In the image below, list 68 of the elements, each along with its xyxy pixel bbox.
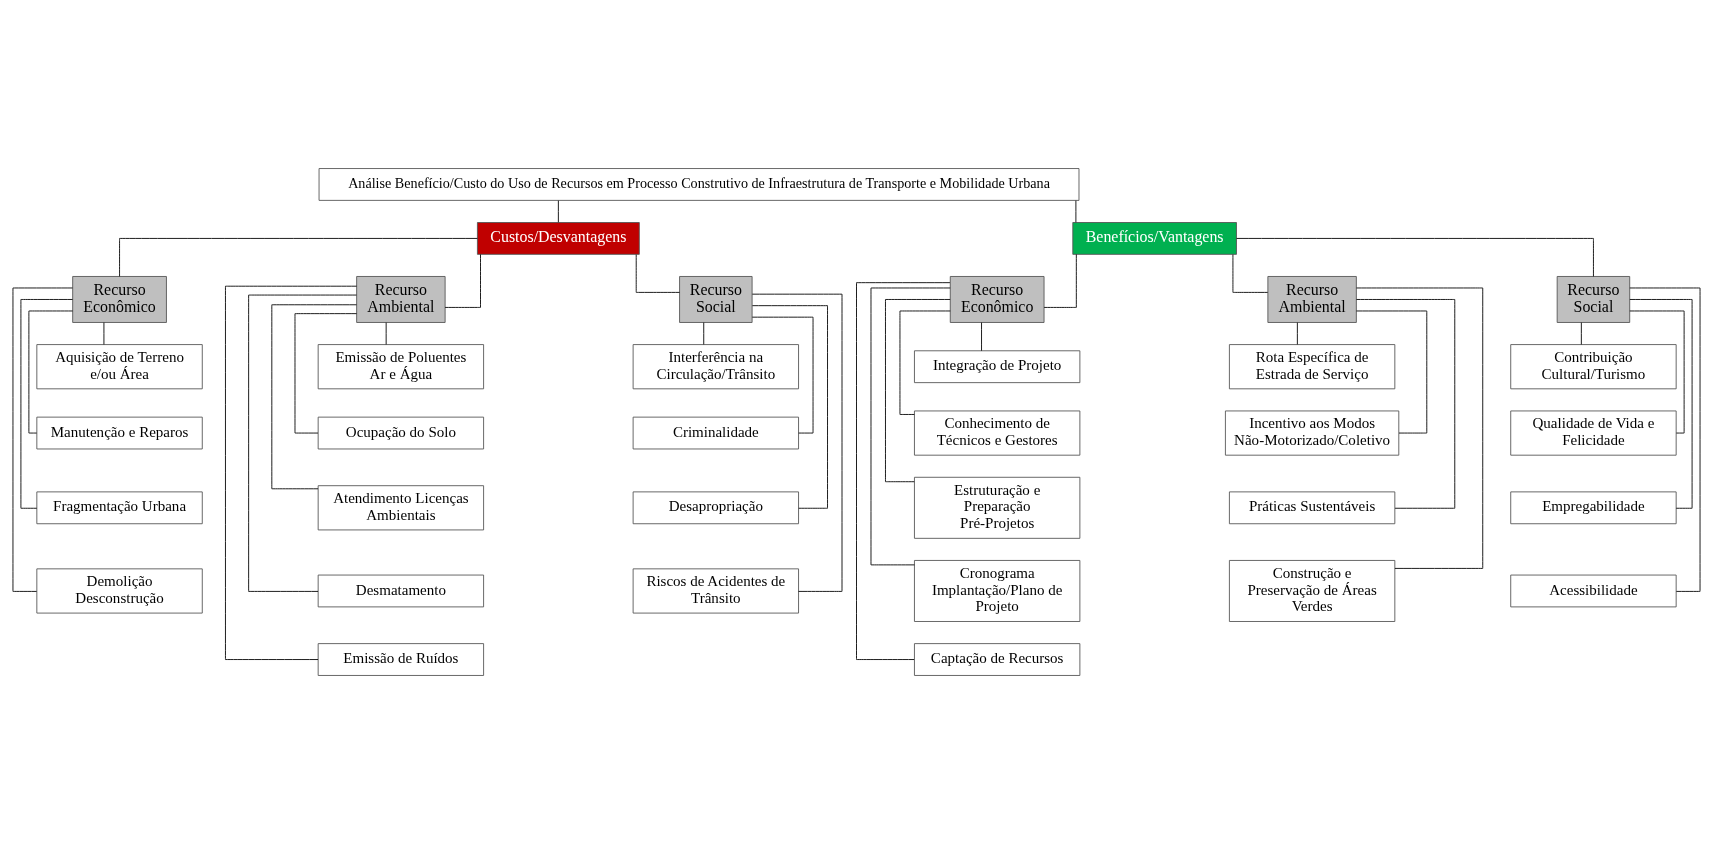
connector	[1629, 287, 1701, 592]
connector	[28, 310, 74, 434]
connector	[751, 293, 843, 592]
node-box: Cronograma Implantação/Plano de Projeto	[914, 560, 1081, 622]
connector	[1356, 287, 1484, 569]
node-box: Recurso Social	[1556, 276, 1631, 323]
node-box: Recurso Econômico	[72, 276, 167, 323]
connector	[899, 310, 951, 415]
connector	[1629, 299, 1693, 509]
connector	[119, 238, 478, 277]
node-box: Recurso Social	[679, 276, 753, 323]
connector	[271, 304, 357, 490]
node-box: Emissão de Poluentes Ar e Água	[317, 344, 485, 390]
node-box: Captação de Recursos	[914, 643, 1081, 676]
connector	[635, 254, 680, 293]
connector	[294, 313, 358, 434]
node-box: Construção e Preservação de Áreas Verdes	[1228, 560, 1396, 622]
node-box: Contribuição Cultural/Turismo	[1510, 344, 1677, 390]
node-box: Demolição Desconstrução	[36, 568, 203, 614]
connector	[225, 285, 358, 660]
node-box: Interferência na Circulação/Trânsito	[632, 344, 799, 390]
connector	[1232, 254, 1269, 293]
node-box: Emissão de Ruídos	[317, 643, 485, 676]
connector	[103, 322, 105, 345]
node-box: Incentivo aos Modos Não-Motorizado/Coletivo	[1224, 410, 1400, 456]
connector	[1236, 238, 1594, 277]
node-box: Manutenção e Reparos	[36, 416, 203, 450]
node-box: Qualidade de Vida e Felicidade	[1510, 410, 1677, 456]
node-box: Custos/Desvantagens	[476, 222, 640, 255]
connector	[981, 322, 982, 352]
node-box: Recurso Econômico	[949, 276, 1045, 323]
connector	[1356, 310, 1428, 434]
node-box: Ocupação do Solo	[317, 416, 485, 450]
node-box: Atendimento Licenças Ambientais	[317, 485, 485, 531]
connector	[1075, 200, 1077, 223]
connector	[444, 254, 481, 308]
connector	[385, 322, 387, 345]
node-box: Empregabilidade	[1510, 491, 1677, 525]
connector	[1296, 322, 1298, 345]
node-box: Fragmentação Urbana	[36, 491, 203, 525]
node-box: Benefícios/Vantagens	[1072, 222, 1237, 255]
node-box: Desmatamento	[317, 574, 485, 608]
connector	[20, 299, 73, 509]
connector	[248, 294, 357, 592]
node-box: Aquisição de Terreno e/ou Área	[36, 344, 203, 390]
connector	[751, 316, 814, 434]
connector	[557, 200, 559, 223]
connector	[12, 287, 73, 592]
node-box: Práticas Sustentáveis	[1228, 491, 1396, 525]
node-box: Recurso Ambiental	[356, 276, 446, 323]
node-box: Rota Específica de Estrada de Serviço	[1228, 344, 1396, 390]
connector	[751, 305, 828, 509]
node-box: Estruturação e Preparação Pré-Projetos	[914, 476, 1081, 539]
node-box: Integração de Projeto	[914, 350, 1081, 384]
connector	[885, 299, 951, 483]
connector	[870, 287, 951, 566]
connector	[703, 322, 705, 345]
node-box: Acessibilidade	[1510, 574, 1677, 608]
node-box: Conhecimento de Técnicos e Gestores	[914, 410, 1081, 456]
node-box: Recurso Ambiental	[1267, 276, 1357, 323]
connector	[1356, 299, 1456, 509]
node-box: Riscos de Acidentes de Trânsito	[632, 568, 799, 614]
node-box: Criminalidade	[632, 416, 799, 450]
node-box: Desapropriação	[632, 491, 799, 525]
connector	[856, 282, 951, 660]
connector	[1580, 322, 1582, 345]
node-box: Análise Benefício/Custo do Uso de Recursos em Processo Construtivo de Infraestrutura de Transporte e Mobilidade Urbana	[318, 168, 1080, 201]
connector	[1043, 254, 1077, 308]
